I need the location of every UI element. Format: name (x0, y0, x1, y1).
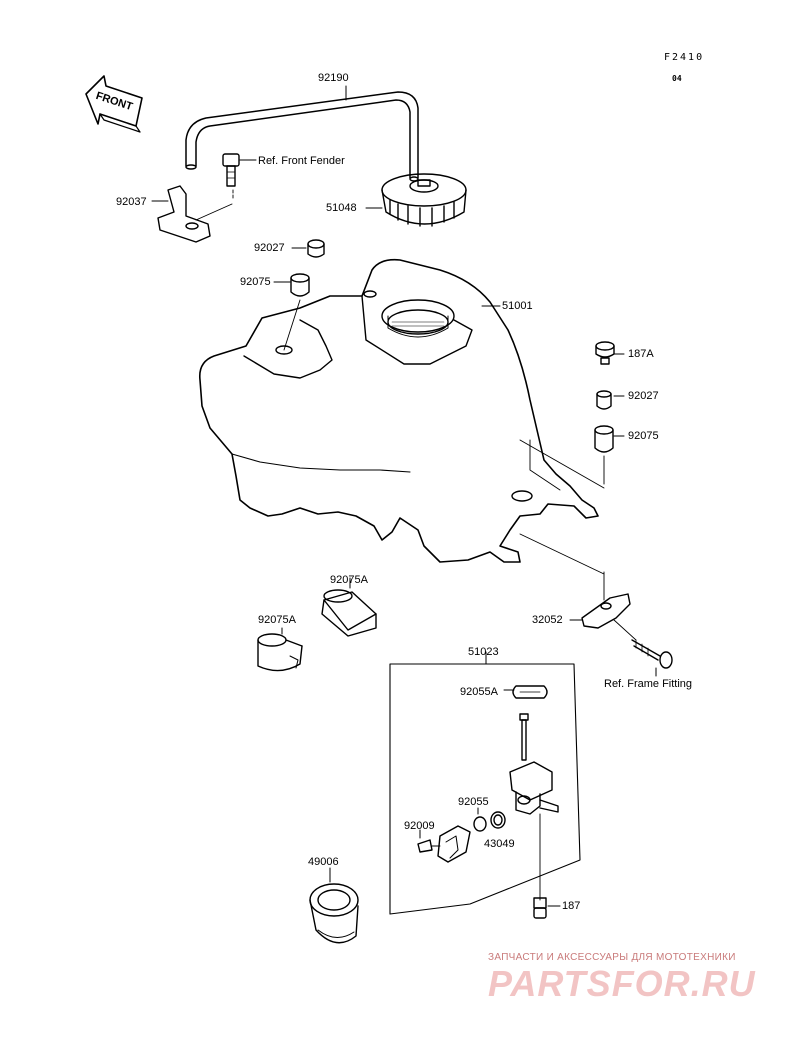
part-label-92075A-lower: 92075A (258, 614, 296, 626)
part-label-92055A: 92055A (460, 686, 498, 698)
part-label-187: 187 (562, 900, 581, 912)
fender-bolt (222, 153, 257, 201)
diagram-revision: 04 (672, 74, 682, 83)
part-label-51023: 51023 (468, 646, 499, 658)
grommet-49006 (309, 867, 359, 944)
part-label-32052: 32052 (532, 614, 563, 626)
bolt-187 (533, 897, 561, 919)
part-label-43049: 43049 (484, 838, 515, 850)
collar-92027-upper (291, 239, 325, 258)
part-label-92075A-upper: 92075A (330, 574, 368, 586)
bracket-32052 (519, 533, 637, 641)
damper-92075A-lower (257, 627, 303, 672)
part-label-92027-right: 92027 (628, 390, 659, 402)
part-label-92075-right: 92075 (628, 430, 659, 442)
part-label-51048: 51048 (326, 202, 357, 214)
diaphragm-43049 (490, 811, 506, 829)
fuel-tank-51001 (198, 258, 605, 563)
part-label-51001: 51001 (502, 300, 533, 312)
bolt-187A (595, 341, 625, 365)
damper-92075-right (594, 425, 625, 485)
fuel-cock-box-51023 (389, 651, 581, 915)
part-label-92027-upper: 92027 (254, 242, 285, 254)
watermark-caption: ЗАПЧАСТИ И АКСЕССУАРЫ ДЛЯ МОТОТЕХНИКИ (488, 952, 736, 963)
part-label-187A: 187A (628, 348, 654, 360)
fuel-cock (509, 713, 559, 901)
gasket-92055A (503, 685, 548, 699)
diagram-code: F2410 (664, 52, 705, 63)
part-label-92075-upper: 92075 (240, 276, 271, 288)
frame-fitting-bolt (631, 639, 673, 677)
watermark-logo: PARTSFOR.RU (488, 963, 756, 1004)
collar-92027-right (596, 390, 625, 410)
part-label-ref-frame-fitting: Ref. Frame Fitting (604, 678, 693, 690)
o-ring-92055 (473, 807, 487, 832)
part-label-92055: 92055 (458, 796, 489, 808)
front-arrow-icon (85, 75, 143, 133)
bracket-92037 (151, 185, 233, 243)
lever-plate (417, 825, 471, 863)
fuel-cap-51048 (365, 173, 467, 227)
breather-tube-92190 (185, 85, 419, 182)
part-label-92037: 92037 (116, 196, 147, 208)
part-label-49006: 49006 (308, 856, 339, 868)
part-label-92190: 92190 (318, 72, 349, 84)
part-label-ref-front-fender: Ref. Front Fender (258, 155, 345, 167)
damper-92075-upper (273, 273, 310, 351)
part-label-92009: 92009 (404, 820, 435, 832)
damper-92075A-upper (321, 577, 377, 637)
